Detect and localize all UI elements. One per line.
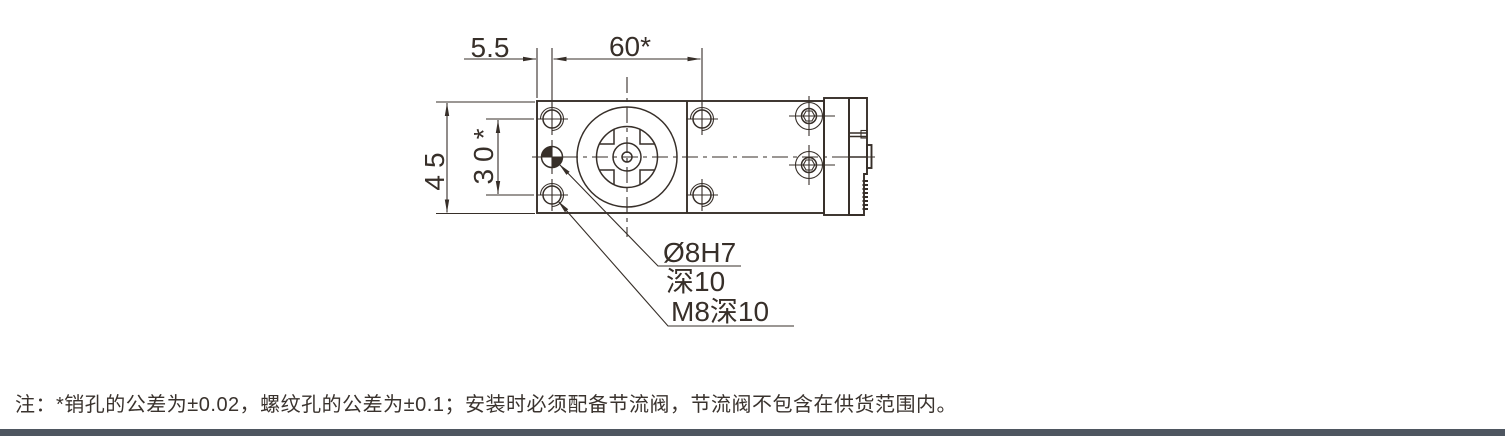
callout-thread-spec: M8深10	[671, 296, 769, 327]
socket-screw	[789, 145, 835, 185]
table-center-hole	[621, 151, 633, 163]
dimension-label-5-5: 5.5	[471, 32, 510, 63]
socket-screw	[789, 96, 835, 136]
dimension-5-5: 5.5	[464, 32, 553, 107]
callout-pin-hole: Ø8H7 深10	[558, 163, 741, 297]
centerlines	[532, 77, 875, 237]
callout-thread: M8深10	[557, 200, 794, 327]
threaded-hole	[536, 103, 568, 135]
callout-pin-hole-dia: Ø8H7	[663, 237, 736, 268]
dimension-45: 45	[419, 101, 535, 215]
table-middle-circle	[595, 125, 659, 189]
end-cap-seam-tab	[860, 129, 868, 139]
table-outer-circle	[576, 106, 678, 208]
threaded-hole	[536, 179, 568, 211]
dimension-label-30: 30*	[468, 121, 499, 184]
dimension-label-45: 45	[419, 145, 450, 190]
leader-line	[558, 163, 741, 267]
threaded-hole	[686, 179, 718, 211]
keyway-brackets	[599, 129, 655, 185]
technical-drawing: 5.5 60* 45 30* Ø8H7 深10 M8深10	[419, 31, 875, 327]
body-top-view	[532, 77, 875, 237]
note-text: 注：*销孔的公差为±0.02，螺纹孔的公差为±0.1；安装时必须配备节流阀，节流…	[15, 394, 957, 416]
threaded-hole	[686, 103, 718, 135]
leader-line	[557, 200, 794, 327]
footer-bar	[0, 429, 1505, 436]
dowel-pin-hole	[533, 140, 571, 174]
end-cap-block-outline	[848, 97, 868, 216]
table-inner-circle	[612, 142, 642, 172]
callout-pin-hole-depth: 深10	[666, 266, 725, 297]
thread-hatch	[862, 180, 868, 210]
dimension-30: 30*	[468, 118, 534, 196]
dimension-60: 60*	[553, 31, 703, 105]
rotary-table	[576, 106, 678, 208]
dimension-label-60: 60*	[609, 31, 651, 62]
